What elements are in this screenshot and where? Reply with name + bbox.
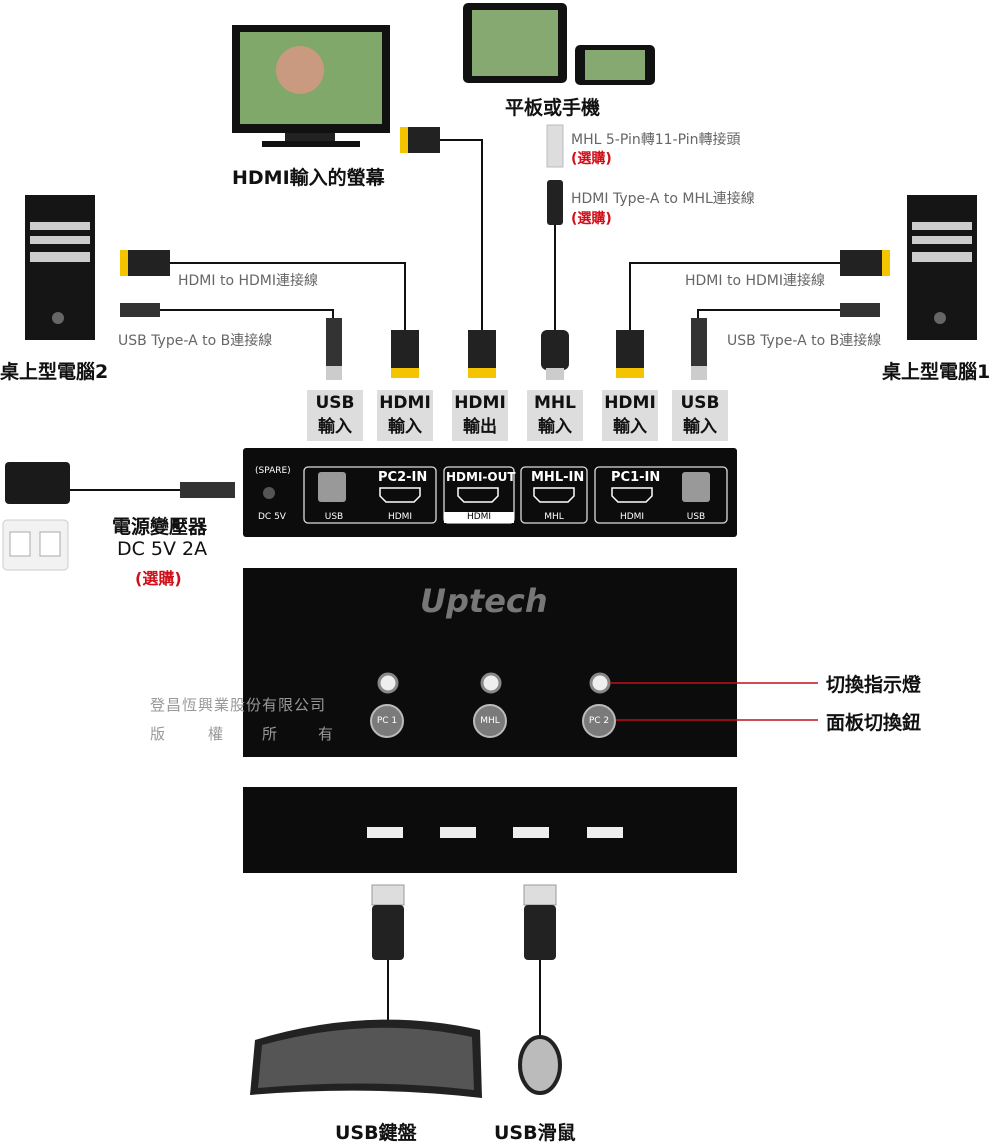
sub-label-usb: USB: [686, 512, 706, 522]
port-label-line1: HDMI: [604, 393, 656, 413]
port-label-line2: 輸出: [463, 417, 497, 437]
button-callout-label: 面板切換鈕: [826, 712, 922, 734]
back-panel: [243, 448, 737, 537]
copyright-4: 有: [318, 725, 335, 743]
port-label-usb-in-pc1: USB 輸入: [672, 390, 728, 441]
bottom-panel: [243, 787, 737, 873]
hdmi-left-caption: HDMI to HDMI連接線: [178, 273, 318, 289]
keyboard-icon: [250, 1019, 482, 1098]
power-adapter-label: 電源變壓器: [112, 516, 208, 538]
indicator-leds: [377, 672, 611, 694]
port-label-line1: USB: [680, 393, 720, 413]
port-label-hdmi-out: HDMI 輸出: [452, 390, 508, 441]
power-spec-label: DC 5V 2A: [117, 538, 208, 560]
hdmi-plugs: [120, 127, 890, 380]
hdmi-out-label: HDMI-OUT: [446, 470, 516, 484]
port-label-mhl-in: MHL 輸入: [527, 390, 583, 441]
monitor-hdmi-cable: [440, 139, 483, 335]
port-label-line2: 輸入: [683, 417, 717, 437]
pc1-in-label: PC1-IN: [611, 470, 661, 485]
mhl-adapter-icon: [546, 124, 564, 168]
copyright-2: 權: [208, 725, 225, 743]
pc2-in-label: PC2-IN: [378, 470, 428, 485]
port-label-line2: 輸入: [538, 417, 572, 437]
hdmi-right-caption: HDMI to HDMI連接線: [685, 273, 825, 289]
pc2-label: 桌上型電腦2: [0, 361, 109, 383]
port-label-line1: HDMI: [379, 393, 431, 413]
port-label-line1: MHL: [534, 393, 576, 413]
mhl-cable-optional: (選購): [571, 211, 612, 227]
port-label-line2: 輸入: [318, 417, 352, 437]
mhl-adapter-caption: MHL 5-Pin轉11-Pin轉接頭: [571, 132, 741, 148]
mhl-cable-plug-icon: [547, 180, 563, 225]
usb-plugs: [120, 303, 880, 960]
pc2-hdmi-cable: [170, 262, 406, 335]
usb-right-caption: USB Type-A to B連接線: [727, 333, 882, 349]
pc2-tower-icon: [25, 195, 95, 340]
port-label-line2: 輸入: [613, 417, 647, 437]
usb-b-port-icons: [318, 472, 710, 502]
keyboard-label: USB鍵盤: [335, 1122, 417, 1142]
copyright-3: 所: [262, 725, 279, 743]
dc-jack-icon: [263, 487, 275, 499]
sub-label-hdmi: HDMI: [619, 512, 645, 522]
hdmi-port-icons: [379, 487, 653, 503]
usb-a-ports: [367, 827, 623, 838]
sub-label-hdmi-out: HDMI: [466, 512, 492, 522]
port-label-usb-in-pc2: USB 輸入: [307, 390, 363, 441]
tablet-icon: [463, 3, 567, 83]
power-outlet-icon: [2, 519, 69, 571]
port-groups: [303, 466, 728, 524]
mouse-icon: [518, 1035, 562, 1095]
pc1-switch-button[interactable]: PC 1: [370, 704, 404, 738]
mhl-adapter-optional: (選購): [571, 151, 612, 167]
pc2-switch-button[interactable]: PC 2: [582, 704, 616, 738]
port-label-hdmi-in-pc1: HDMI 輸入: [602, 390, 658, 441]
pc1-hdmi-cable: [629, 262, 840, 335]
port-label-hdmi-in-pc2: HDMI 輸入: [377, 390, 433, 441]
monitor-icon: [232, 25, 390, 147]
sub-label-hdmi: HDMI: [387, 512, 413, 522]
spare-label: (SPARE): [255, 466, 291, 476]
copyright-1: 版: [150, 725, 167, 743]
mouse-label: USB滑鼠: [494, 1122, 576, 1142]
brand-logo: Uptech: [420, 582, 548, 620]
mhl-in-label: MHL-IN: [531, 470, 585, 485]
sub-label-usb: USB: [324, 512, 344, 522]
callout-lines: [610, 682, 818, 721]
mhl-cable-caption: HDMI Type-A to MHL連接線: [571, 191, 755, 207]
port-label-line2: 輸入: [388, 417, 422, 437]
phone-icon: [575, 45, 655, 85]
dc-label: DC 5V: [258, 512, 286, 522]
pc1-tower-icon: [907, 195, 977, 340]
sub-label-mhl: MHL: [544, 512, 564, 522]
tablet-label: 平板或手機: [505, 97, 601, 119]
monitor-label: HDMI輸入的螢幕: [232, 167, 385, 189]
hdmi-out-highlight: [444, 512, 514, 523]
port-label-line1: USB: [315, 393, 355, 413]
port-label-line1: HDMI: [454, 393, 506, 413]
power-optional-label: (選購): [135, 569, 182, 588]
led-callout-label: 切換指示燈: [826, 674, 922, 696]
cables: [70, 139, 840, 1040]
pc1-label: 桌上型電腦1: [882, 361, 991, 383]
power-adapter-icon: [5, 462, 235, 504]
usb-left-caption: USB Type-A to B連接線: [118, 333, 273, 349]
mhl-switch-button[interactable]: MHL: [473, 704, 507, 738]
company-name: 登昌恆興業股份有限公司: [150, 696, 327, 714]
